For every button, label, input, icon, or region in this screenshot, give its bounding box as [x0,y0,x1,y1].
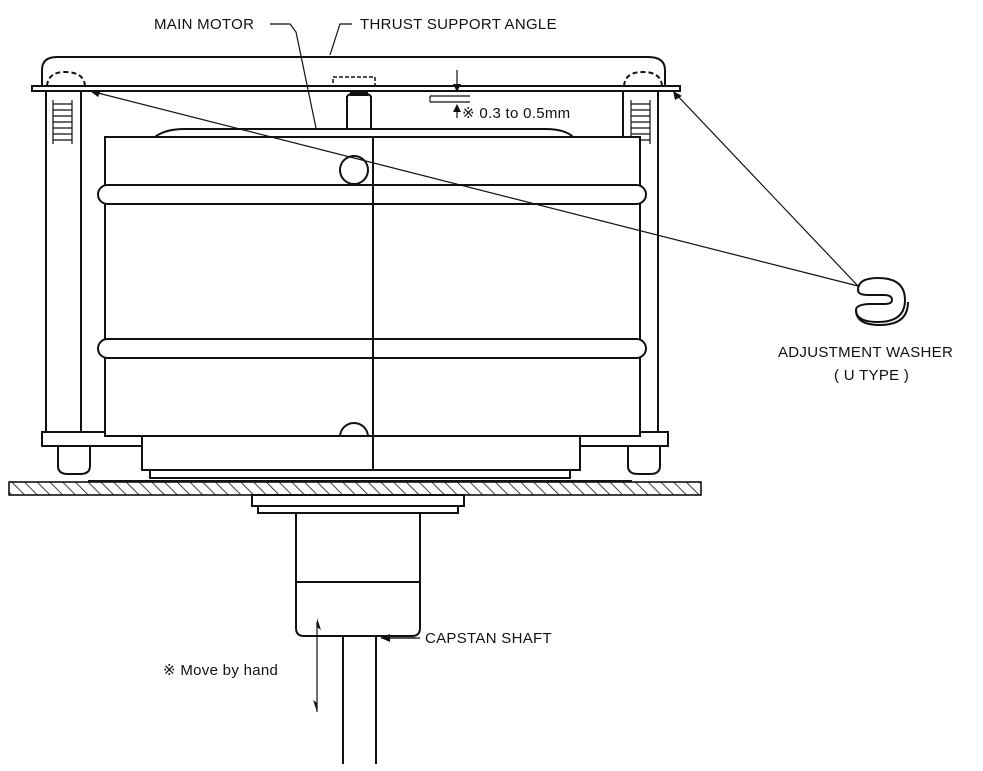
capstan-housing [251,494,465,637]
double-arrow-icon [313,618,321,712]
u-type-label: ( U TYPE ) [834,367,909,384]
capstan-shaft-label: CAPSTAN SHAFT [425,630,552,647]
main-motor [97,128,647,479]
capstan-shaft [342,636,377,764]
diagram-labels: MAIN MOTOR THRUST SUPPORT ANGLE ※ 0.3 to… [154,16,953,679]
adjustment-washer-label: ADJUSTMENT WASHER [778,344,953,361]
thrust-support-angle-label: THRUST SUPPORT ANGLE [360,16,557,33]
main-motor-label: MAIN MOTOR [154,16,254,33]
clearance-label: ※ 0.3 to 0.5mm [462,105,570,122]
move-by-hand-label: ※ Move by hand [163,662,278,679]
chassis-plate [8,480,702,496]
motor-shaft-top [346,90,372,130]
thrust-support-angle [31,56,681,92]
u-washer-icon [854,276,909,327]
clearance-dimension [429,70,470,118]
